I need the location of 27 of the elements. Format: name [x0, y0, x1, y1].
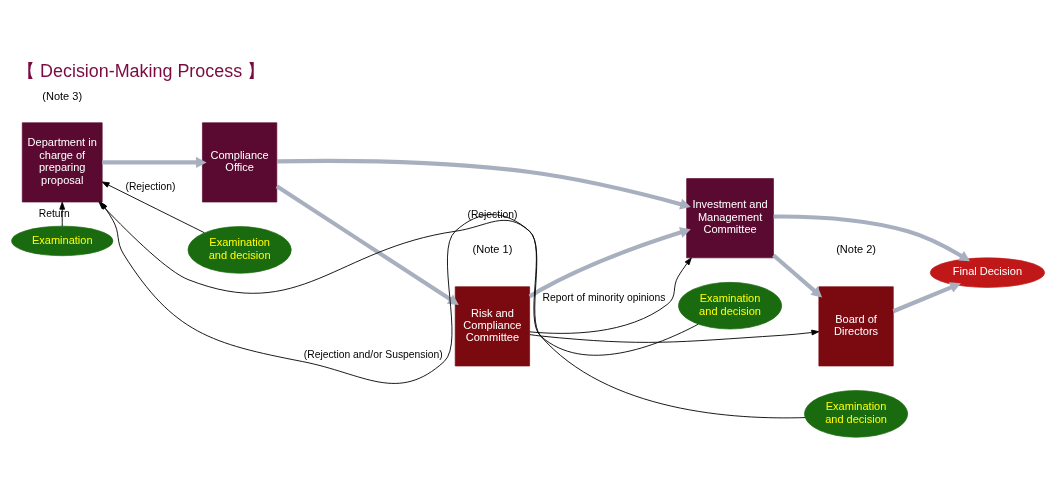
- node-ellipse: Examination and decision: [187, 226, 292, 274]
- arrow: [528, 227, 691, 299]
- diagram-title: 【 Decision-Making Process 】: [17, 60, 266, 81]
- node-ellipse: Examination and decision: [678, 282, 783, 330]
- edge-label: (Rejection): [125, 180, 176, 192]
- arrow: [772, 253, 823, 298]
- arrow: [277, 158, 691, 210]
- node-ellipse: Examination and decision: [804, 390, 909, 438]
- node-box: Board of Directors: [818, 286, 894, 367]
- node-box: Risk and Compliance Committee: [454, 286, 530, 367]
- arrow: [892, 282, 961, 314]
- edge-label: Report of minority opinions: [542, 291, 666, 303]
- arrow: [102, 156, 207, 168]
- node-box: Compliance Office: [202, 122, 278, 203]
- node-box: Department in charge of preparing proposal: [21, 122, 103, 203]
- edge-label: (Rejection and/or Suspension): [303, 349, 443, 361]
- arrow: [275, 184, 459, 305]
- node-box: Investment and Management Committee: [686, 178, 774, 259]
- arrow: [529, 329, 820, 343]
- node-label: (Note 2): [836, 242, 876, 255]
- node-label: (Note 1): [472, 242, 513, 255]
- edge-label: (Rejection): [467, 208, 518, 220]
- node-ellipse: Examination: [11, 225, 114, 257]
- node-ellipse: Final Decision: [929, 257, 1045, 288]
- arrow: [529, 257, 692, 334]
- arrow: [773, 214, 971, 262]
- label: (Note 3): [42, 90, 83, 103]
